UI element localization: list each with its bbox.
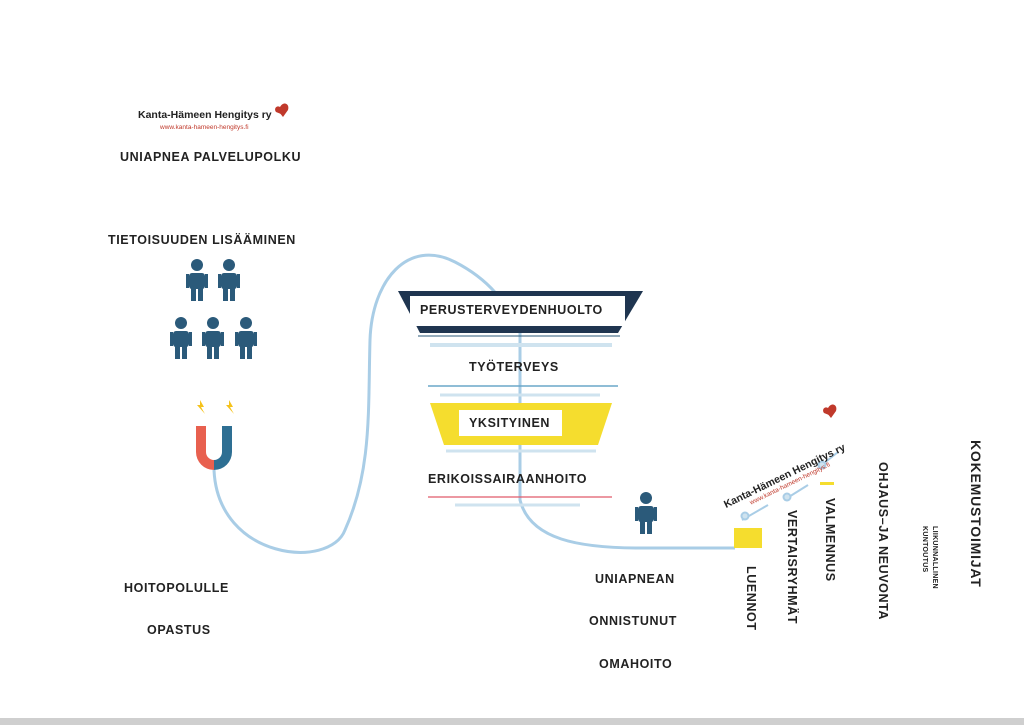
funnel-yellow-label-bg	[459, 410, 562, 436]
outcome-line2: ONNISTUNUT	[589, 614, 677, 628]
funnel-label-tyoterveys: TYÖTERVEYS	[469, 360, 559, 374]
valmennus-marker	[820, 482, 834, 485]
people-group-icon	[170, 259, 257, 359]
logo-url: www.kanta-hameen-hengitys.fi	[160, 124, 249, 131]
funnel-label-erikoissairaanhoito: ERIKOISSAIRAANHOITO	[428, 472, 588, 486]
service-liikunnallinen: LIIKUNNALLINEN	[931, 526, 938, 589]
service-step-lines	[740, 451, 839, 521]
magnet-icon	[196, 426, 232, 470]
funnel-navy-label-bg	[410, 296, 625, 326]
heart-logo-icon	[275, 103, 837, 418]
luennot-marker	[734, 528, 762, 548]
service-vertaisryhmat: VERTAISRYHMÄT	[785, 510, 799, 625]
guidance-line1: HOITOPOLULLE	[124, 581, 229, 595]
awareness-label: TIETOISUUDEN LISÄÄMINEN	[108, 233, 296, 247]
funnel-label-yksityinen: YKSITYINEN	[469, 416, 551, 430]
service-kuntoutus: KUNTOUTUS	[921, 526, 928, 573]
outcome-line1: UNIAPNEAN	[595, 572, 675, 586]
service-kokemustoimijat: KOKEMUSTOIMIJAT	[968, 440, 984, 588]
service-valmennus: VALMENNUS	[823, 498, 837, 582]
person-icon	[635, 492, 657, 534]
guidance-line2: OPASTUS	[147, 623, 211, 637]
service-ohjaus: OHJAUS–JA NEUVONTA	[876, 462, 890, 621]
outcome-line3: OMAHOITO	[599, 657, 673, 671]
page-title: UNIAPNEA PALVELUPOLKU	[120, 150, 302, 164]
spark-icon	[197, 400, 234, 414]
funnel-label-perusterveydenhuolto: PERUSTERVEYDENHUOLTO	[420, 303, 603, 317]
logo-name: Kanta-Hämeen Hengitys ry	[138, 109, 272, 121]
service-path	[212, 253, 735, 554]
service-luennot: LUENNOT	[744, 566, 758, 631]
page-edge-shadow	[0, 718, 1024, 725]
